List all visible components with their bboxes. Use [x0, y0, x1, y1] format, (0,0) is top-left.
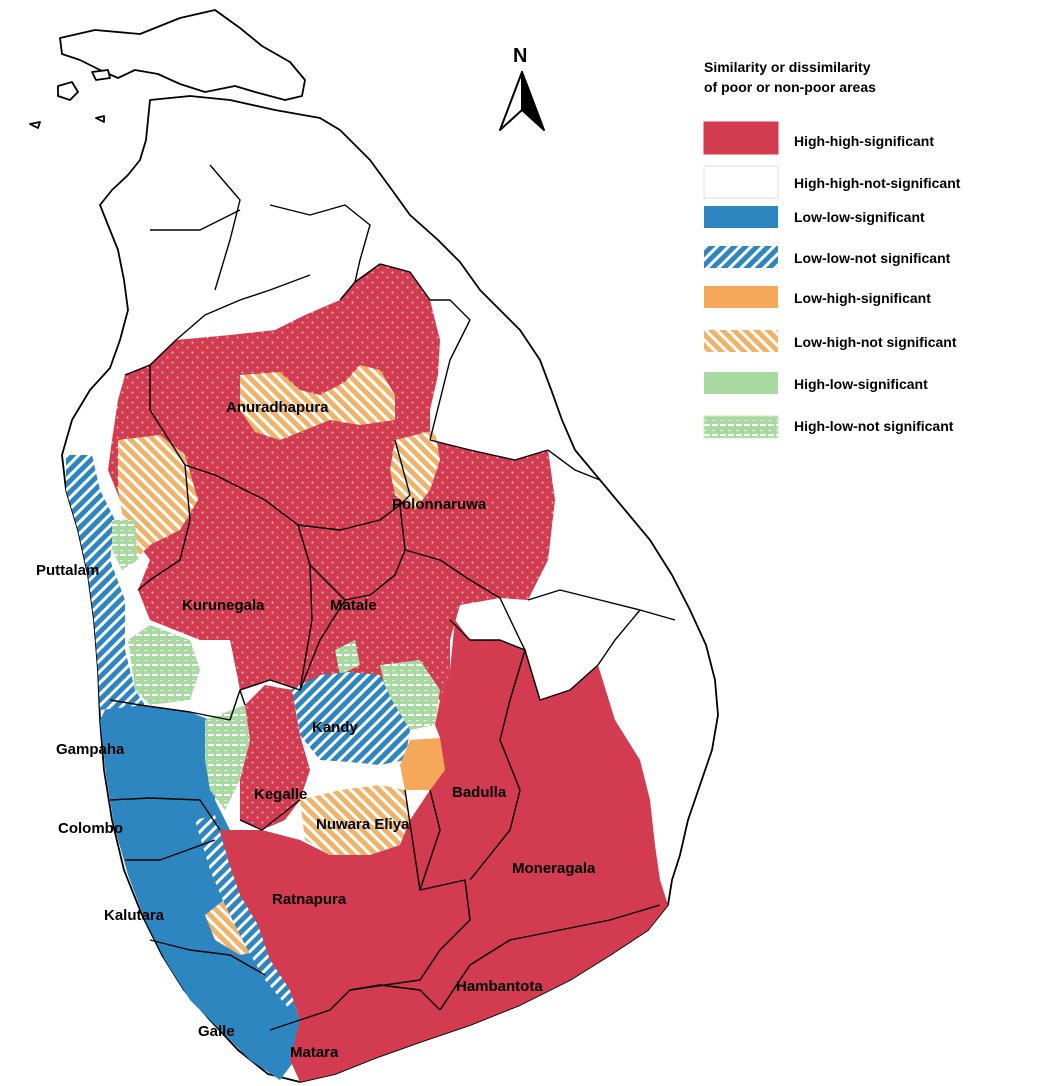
region-high-low-not-sig-kegalle: [205, 705, 250, 810]
label-polonnaruwa: Polonnaruwa: [392, 496, 487, 513]
label-ratnapura: Ratnapura: [272, 891, 347, 908]
north-arrow-icon: [499, 71, 523, 131]
district-boundaries: [109, 164, 676, 1031]
north-arrow-icon-filled: [521, 71, 545, 131]
legend: Similarity or dissimilarity of poor or n…: [703, 59, 961, 439]
north-arrow: N: [499, 45, 545, 131]
label-nuwara-eliya: Nuwara Eliya: [316, 816, 410, 833]
legend-item-low-low-sig: Low-low-significant: [704, 206, 925, 228]
region-high-low-not-sig-matale: [335, 640, 360, 675]
north-arrow-label: N: [513, 45, 527, 67]
region-low-high-not-sig-puttalam: [118, 435, 198, 560]
legend-label: High-high-significant: [794, 133, 934, 149]
label-puttalam: Puttalam: [36, 562, 99, 579]
district-labels: Anuradhapura Polonnaruwa Puttalam Kurune…: [36, 399, 596, 1061]
region-low-high-sig-kandy: [400, 738, 445, 790]
legend-label: High-high-not-significant: [794, 175, 961, 191]
legend-item-low-high-sig: Low-high-significant: [704, 286, 931, 308]
label-matale: Matale: [330, 597, 377, 614]
region-high-high-sig-north-central: [108, 264, 555, 700]
label-hambantota: Hambantota: [456, 978, 543, 995]
label-moneragala: Moneragala: [512, 860, 596, 877]
region-low-low-not-sig-kandy: [290, 672, 410, 765]
legend-item-low-high-not-sig: Low-high-not significant: [704, 330, 957, 352]
label-anuradhapura: Anuradhapura: [226, 399, 329, 416]
island-islet-2: [91, 69, 111, 81]
legend-item-low-low-not-sig: Low-low-not significant: [704, 246, 951, 268]
label-kurunegala: Kurunegala: [182, 597, 265, 614]
label-badulla: Badulla: [452, 784, 507, 801]
region-high-low-not-sig-kurunegala-west: [128, 625, 200, 705]
region-high-high-sig-south: [220, 620, 668, 1082]
legend-swatch: [704, 372, 778, 394]
legend-swatch: [703, 121, 779, 155]
region-low-high-not-sig-nuwara-eliya: [300, 785, 410, 855]
island-islet-1: [57, 81, 79, 101]
region-low-low-sig-west-coast: [100, 700, 300, 1080]
legend-label: High-low-not significant: [794, 418, 954, 434]
legend-swatch: [704, 330, 778, 352]
legend-label: Low-low-significant: [794, 209, 925, 225]
region-low-low-not-sig-north-west: [66, 455, 145, 710]
label-kegalle: Kegalle: [254, 786, 307, 803]
region-high-low-not-sig-puttalam: [112, 520, 138, 570]
island-islet-3: [29, 121, 41, 129]
label-colombo: Colombo: [58, 820, 123, 837]
legend-item-high-high-sig: High-high-significant: [703, 121, 934, 155]
region-high-high-sig-kegalle: [240, 685, 310, 830]
island-islet-4: [95, 115, 105, 123]
region-low-high-not-sig-polonnaruwa: [390, 430, 440, 510]
legend-item-high-low-sig: High-low-significant: [704, 372, 928, 394]
region-low-high-not-sig-anuradhapura: [240, 365, 395, 440]
legend-swatch: [704, 286, 778, 308]
cluster-fills: [66, 264, 668, 1082]
legend-title-line2: of poor or non-poor areas: [704, 79, 876, 95]
legend-label: Low-high-significant: [794, 290, 931, 306]
legend-swatch: [703, 415, 779, 439]
legend-label: Low-low-not significant: [794, 250, 951, 266]
legend-swatch: [703, 165, 779, 199]
legend-label: Low-high-not significant: [794, 334, 957, 350]
label-kalutara: Kalutara: [104, 907, 165, 924]
legend-item-high-low-not-sig: High-low-not significant: [703, 415, 954, 439]
legend-label: High-low-significant: [794, 376, 928, 392]
label-gampaha: Gampaha: [56, 741, 125, 758]
legend-swatch: [704, 246, 778, 268]
jaffna-peninsula: [59, 9, 306, 101]
label-matara: Matara: [290, 1044, 339, 1061]
label-kandy: Kandy: [312, 719, 359, 736]
legend-title-line1: Similarity or dissimilarity: [704, 59, 871, 75]
legend-item-high-high-not-sig: High-high-not-significant: [703, 165, 961, 199]
legend-swatch: [704, 206, 778, 228]
label-galle: Galle: [198, 1023, 235, 1040]
